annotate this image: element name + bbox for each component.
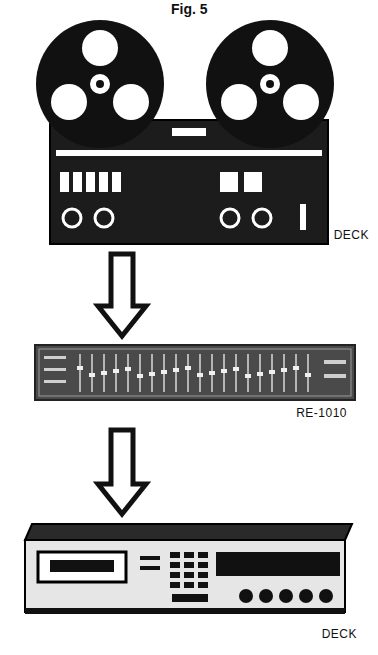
figure-title: Fig. 5: [171, 1, 208, 17]
reel-deck-drawing: [36, 20, 334, 244]
device-label: DECK: [334, 228, 369, 242]
cassette-deck: DECK: [25, 520, 365, 645]
cassette-deck-drawing: [25, 524, 352, 614]
reel-deck: DECK: [25, 18, 373, 246]
signal-arrow: [98, 254, 146, 336]
signal-arrow: [98, 430, 146, 514]
device-label: DECK: [322, 627, 357, 641]
device-label: RE-1010: [296, 406, 347, 420]
graphic-equalizer: RE-1010: [35, 342, 357, 422]
equalizer-drawing: [35, 345, 355, 400]
